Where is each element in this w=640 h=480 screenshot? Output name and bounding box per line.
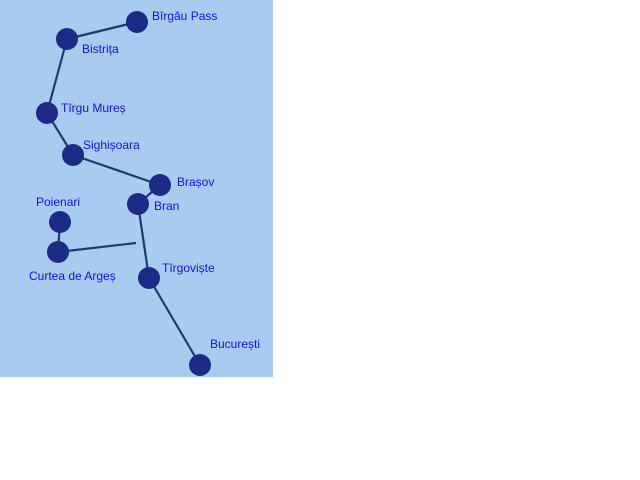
label-bucuresti: București xyxy=(210,337,260,351)
node-tirgu-mures xyxy=(36,102,58,124)
route-sighisoara-brasov xyxy=(72,153,161,187)
route-junction-curtea xyxy=(57,241,137,254)
label-sighisoara: Sighișoara xyxy=(83,138,140,152)
route-birgau-bistrita xyxy=(66,20,138,41)
route-tirgoviste-bucuresti xyxy=(148,277,201,366)
node-tirgoviste xyxy=(138,267,160,289)
label-poienari: Poienari xyxy=(36,195,80,209)
node-curtea-de-arges xyxy=(47,241,69,263)
route-map: Bîrgău Pass Bistrița Tîrgu Mureș Sighișo… xyxy=(0,0,273,377)
node-brasov xyxy=(149,174,171,196)
map-background xyxy=(0,0,273,377)
label-tirgu-mures: Tîrgu Mureș xyxy=(61,101,126,115)
label-bistrita: Bistrița xyxy=(82,42,119,56)
label-curtea-de-arges: Curtea de Argeș xyxy=(29,269,116,283)
node-sighisoara xyxy=(62,144,84,166)
node-bran xyxy=(127,193,149,215)
label-tirgoviste: Tîrgoviște xyxy=(162,261,215,275)
label-birgau-pass: Bîrgău Pass xyxy=(152,9,217,23)
label-bran: Bran xyxy=(154,199,179,213)
route-bran-tirgoviste xyxy=(136,203,151,279)
labels: Bîrgău Pass Bistrița Tîrgu Mureș Sighișo… xyxy=(29,9,260,351)
node-poienari xyxy=(49,211,71,233)
nodes xyxy=(36,11,211,376)
label-brasov: Brașov xyxy=(177,175,214,189)
node-bistrita xyxy=(56,28,78,50)
route-bistrita-tirgu-mures xyxy=(45,38,69,114)
node-birgau-pass xyxy=(126,11,148,33)
node-bucuresti xyxy=(189,354,211,376)
